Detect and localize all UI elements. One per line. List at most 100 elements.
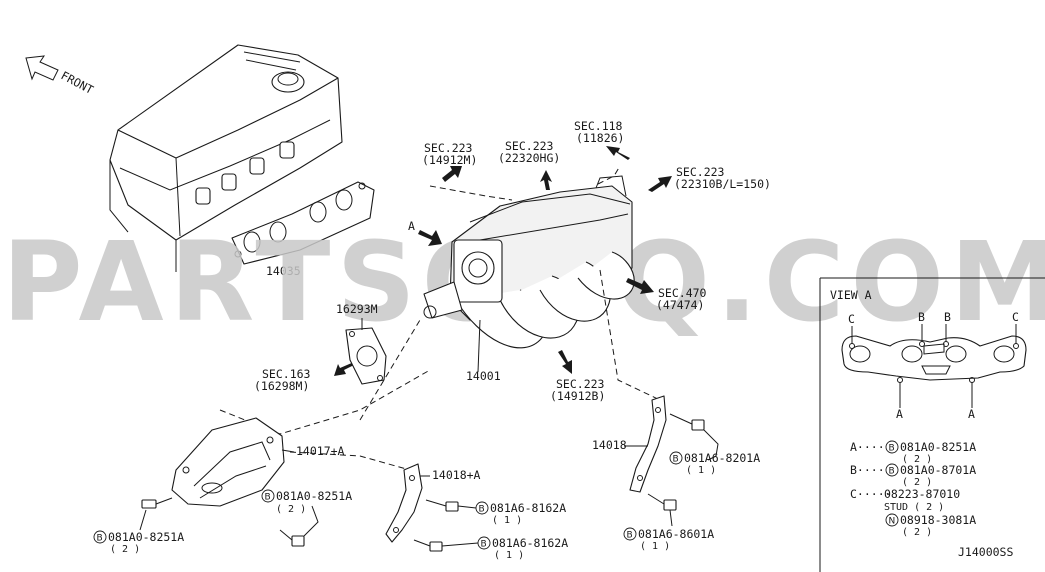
bolt-label-081a0-8251a-left: B 081A0-8251A ( 2 )	[93, 509, 184, 555]
svg-text:B·····: B·····	[850, 463, 892, 477]
svg-text:081A0-8701A: 081A0-8701A	[900, 463, 976, 477]
bolt-icon	[141, 497, 173, 509]
bolt-label-081a6-8201a: B 081A6-8201A ( 1 )	[669, 429, 760, 476]
view-a-legend-b: B····· B 081A0-8701A ( 2 )	[850, 463, 976, 488]
arrow-sec223a-icon	[442, 166, 462, 182]
bolt-icon	[279, 529, 305, 547]
svg-text:( 2 ): ( 2 )	[276, 504, 306, 515]
svg-text:B: B	[479, 505, 485, 515]
gasket-14035	[231, 181, 375, 265]
svg-text:B: B	[481, 540, 487, 550]
svg-text:SEC.223: SEC.223	[424, 141, 473, 155]
svg-text:(14912B): (14912B)	[550, 389, 605, 403]
part-number-14035: 14035	[266, 264, 301, 278]
part-number-14001: 14001	[466, 369, 501, 383]
bolt-label-081a6-8162a-lower: B 081A6-8162A ( 1 )	[441, 536, 568, 561]
bolt-icon	[425, 499, 459, 512]
svg-text:STUD ( 2 ): STUD ( 2 )	[884, 502, 944, 513]
sec-ref-470-47474: SEC.470 (47474)	[656, 286, 707, 312]
svg-text:08918-3081A: 08918-3081A	[900, 513, 976, 527]
svg-text:B: B	[97, 534, 103, 544]
view-a-marker-c-right: C	[1012, 310, 1019, 324]
svg-text:N: N	[889, 517, 896, 527]
svg-text:SEC.223: SEC.223	[505, 139, 554, 153]
view-a-marker-b-right: B	[944, 310, 951, 324]
arrow-sec223c-icon	[648, 176, 672, 192]
svg-text:B: B	[265, 493, 271, 503]
svg-text:SEC.223: SEC.223	[676, 165, 725, 179]
view-a-title: VIEW A	[830, 288, 872, 302]
sec-ref-223-22320hg: SEC.223 (22320HG)	[498, 139, 560, 165]
front-arrow-icon	[25, 55, 59, 81]
svg-text:(47474): (47474)	[656, 298, 704, 312]
sec-ref-163-16298m: SEC.163 (16298M)	[254, 367, 311, 393]
view-a-gasket-illustration	[841, 335, 1027, 383]
bracket-14018	[629, 395, 667, 493]
svg-text:SEC.118: SEC.118	[574, 119, 623, 133]
arrow-sec223b-icon	[540, 170, 552, 190]
part-number-14018a: 14018+A	[432, 468, 481, 482]
svg-text:(11826): (11826)	[576, 131, 624, 145]
svg-text:B: B	[627, 531, 633, 541]
heat-shield-14017a	[171, 417, 285, 507]
sec-ref-223-14912m: SEC.223 (14912M)	[422, 141, 477, 167]
svg-text:( 2 ): ( 2 )	[902, 454, 932, 465]
front-label: FRONT	[59, 68, 96, 97]
view-a-marker: A	[408, 219, 415, 233]
svg-text:081A6-8201A: 081A6-8201A	[684, 451, 760, 465]
bolt-label-081a6-8601a: B 081A6-8601A ( 1 )	[623, 509, 714, 552]
svg-text:081A6-8162A: 081A6-8162A	[492, 536, 568, 550]
svg-text:SEC.470: SEC.470	[658, 286, 707, 300]
svg-text:(22310B/L=150): (22310B/L=150)	[674, 177, 771, 191]
svg-text:(14912M): (14912M)	[422, 153, 477, 167]
svg-text:SEC.223: SEC.223	[556, 377, 605, 391]
svg-text:A·····: A·····	[850, 440, 892, 454]
svg-text:( 1 ): ( 1 )	[640, 541, 670, 552]
part-number-16293m: 16293M	[336, 302, 378, 316]
bolt-icon	[413, 539, 443, 552]
svg-text:( 2 ): ( 2 )	[902, 477, 932, 488]
view-a-marker-a-right: A	[968, 407, 975, 421]
view-a-legend-a: A····· B 081A0-8251A ( 2 )	[850, 440, 976, 465]
sec-ref-118-11826: SEC.118 (11826)	[574, 119, 624, 145]
svg-text:B: B	[889, 467, 895, 477]
view-a-legend-c: C····· 08223-87010 STUD ( 2 ) N 08918-30…	[850, 487, 976, 538]
arrow-sec223d-icon	[558, 350, 572, 374]
svg-text:( 2 ): ( 2 )	[902, 527, 932, 538]
sec-ref-223-22310b: SEC.223 (22310B/L=150)	[674, 165, 771, 191]
svg-text:B: B	[673, 455, 679, 465]
svg-text:081A0-8251A: 081A0-8251A	[900, 440, 976, 454]
view-a-marker-b-left: B	[918, 310, 925, 324]
arrow-sec118-icon	[606, 146, 630, 160]
svg-text:(16298M): (16298M)	[254, 379, 309, 393]
bolt-icon	[669, 413, 705, 431]
view-a-marker-c-left: C	[848, 312, 855, 326]
svg-text:( 1 ): ( 1 )	[686, 465, 716, 476]
svg-text:B: B	[889, 444, 895, 454]
svg-text:( 1 ): ( 1 )	[492, 515, 522, 526]
part-number-14017a: 14017+A	[296, 444, 345, 458]
svg-text:081A6-8162A: 081A6-8162A	[490, 501, 566, 515]
svg-text:( 1 ): ( 1 )	[494, 550, 524, 561]
bolt-label-081a0-8251a-center: B 081A0-8251A ( 2 )	[261, 489, 352, 537]
bracket-14018a	[385, 463, 423, 543]
gasket-16293m	[345, 327, 387, 385]
svg-text:081A0-8251A: 081A0-8251A	[276, 489, 352, 503]
svg-text:( 2 ): ( 2 )	[110, 544, 140, 555]
part-number-14018: 14018	[592, 438, 627, 452]
diagram-code: J14000SS	[958, 545, 1013, 559]
svg-text:SEC.163: SEC.163	[262, 367, 311, 381]
bolt-label-081a6-8162a-upper: B 081A6-8162A ( 1 )	[457, 501, 566, 526]
arrow-sec163-icon	[334, 362, 356, 376]
view-a-arrow-icon	[418, 230, 442, 246]
cylinder-head-illustration	[109, 44, 343, 272]
svg-text:08223-87010: 08223-87010	[884, 487, 960, 501]
arrow-sec470-icon	[626, 278, 654, 294]
svg-text:081A6-8601A: 081A6-8601A	[638, 527, 714, 541]
svg-text:C·····: C·····	[850, 487, 892, 501]
sec-ref-223-14912b: SEC.223 (14912B)	[550, 377, 605, 403]
view-a-marker-a-left: A	[896, 407, 903, 421]
bolt-icon	[647, 493, 677, 511]
intake-manifold-14001	[423, 175, 635, 349]
